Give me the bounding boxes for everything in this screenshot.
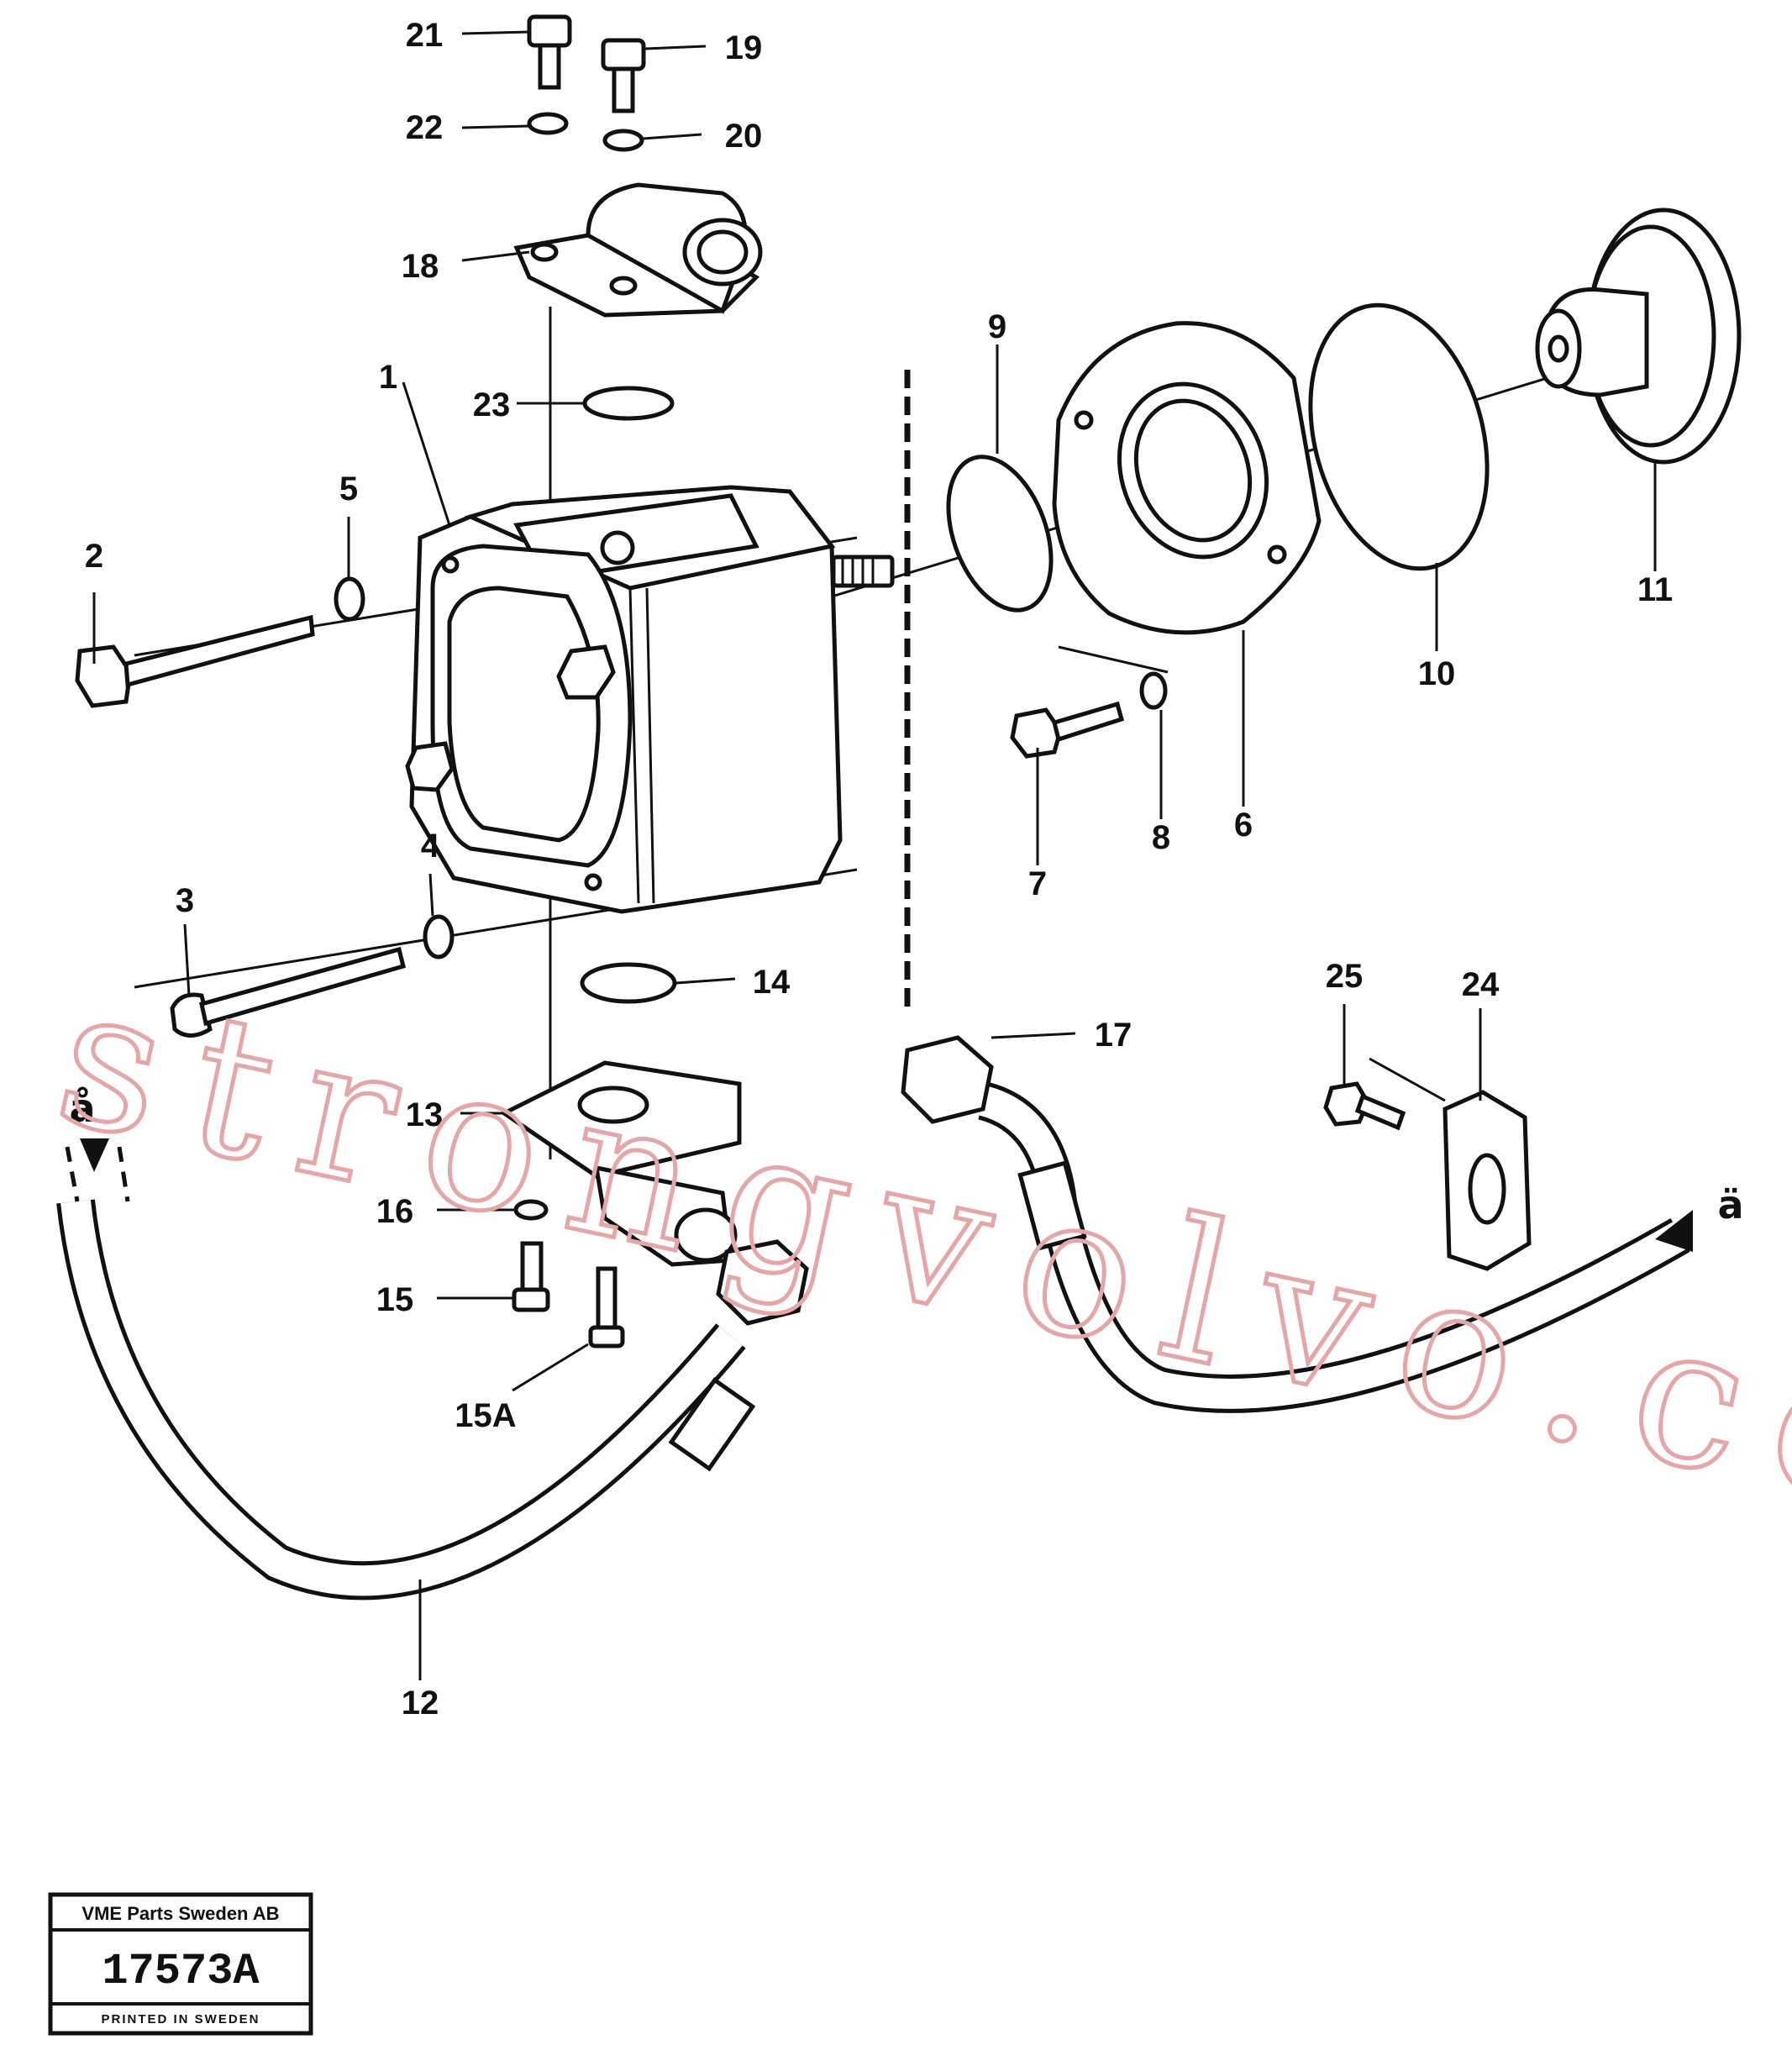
callout-16: 16 [376, 1193, 414, 1230]
catalog-stamp: VME Parts Sweden AB 17573A PRINTED IN SW… [48, 1892, 313, 2036]
callout-19: 19 [725, 29, 763, 66]
callout-24: 24 [1462, 966, 1500, 1003]
callout-15: 15 [376, 1281, 414, 1318]
callout-11: 11 [1637, 571, 1673, 608]
callout-15a: 15A [455, 1397, 516, 1434]
callout-4: 4 [421, 828, 440, 865]
flow-label-left: å [69, 1086, 95, 1131]
callout-18: 18 [402, 248, 439, 285]
gasket-9 [946, 455, 1054, 612]
adapter-plate [1052, 321, 1322, 635]
flow-arrow-left-icon [80, 1138, 109, 1172]
callout-1: 1 [379, 359, 397, 396]
stamp-number: 17573A [102, 1947, 260, 1996]
o-ring-23 [582, 386, 675, 421]
callout-8: 8 [1152, 819, 1170, 856]
callout-10: 10 [1418, 655, 1456, 692]
callout-13: 13 [406, 1096, 444, 1133]
callout-2: 2 [85, 538, 103, 575]
drive-gear [1535, 208, 1742, 465]
washer-8 [1139, 671, 1168, 710]
callout-25: 25 [1326, 958, 1364, 995]
callout-17: 17 [1095, 1017, 1132, 1054]
gasket-10 [1308, 302, 1490, 571]
washer-20 [602, 129, 644, 152]
callout-6: 6 [1234, 807, 1253, 844]
bolt-15a [588, 1266, 625, 1348]
bolt-7 [1010, 701, 1125, 759]
callout-3: 3 [176, 882, 194, 919]
top-bolt-21 [527, 14, 572, 90]
washer-16 [513, 1199, 549, 1221]
callout-14: 14 [753, 964, 791, 1001]
washer-5 [334, 576, 365, 622]
stamp-printed: PRINTED IN SWEDEN [101, 2012, 260, 2027]
callout-9: 9 [988, 308, 1006, 345]
bolt-25 [1323, 1081, 1406, 1131]
watermark: strongvolvo.com [41, 944, 1792, 1603]
callout-labels: 1 2 3 4 5 6 7 8 9 10 11 12 13 14 15 15A … [85, 17, 1673, 1722]
washer-22 [527, 112, 569, 135]
washer-4 [423, 914, 455, 959]
bottom-flange [500, 1060, 742, 1267]
top-elbow-flange [513, 182, 763, 318]
callout-21: 21 [406, 17, 444, 54]
callout-5: 5 [339, 471, 358, 507]
top-bolt-19 [601, 38, 646, 113]
callout-20: 20 [725, 118, 763, 155]
o-ring-14 [580, 962, 677, 1004]
bolt-2 [75, 614, 315, 708]
bolt-3 [170, 946, 407, 1038]
hydraulic-pump-body [405, 485, 895, 914]
callout-12: 12 [402, 1685, 439, 1722]
flow-arrow-right-icon [1655, 1210, 1693, 1252]
callout-leaders [92, 30, 1657, 1680]
bolt-15 [512, 1241, 550, 1312]
pipe-clamp-24 [1443, 1090, 1532, 1271]
callout-7: 7 [1028, 865, 1047, 902]
callout-23: 23 [473, 386, 511, 423]
flow-label-right: ä [1717, 1182, 1743, 1228]
suction-hose-12 [56, 1146, 809, 1601]
stamp-company: VME Parts Sweden AB [81, 1903, 279, 1924]
callout-22: 22 [406, 109, 444, 146]
pressure-pipe-17 [901, 1035, 1690, 1413]
